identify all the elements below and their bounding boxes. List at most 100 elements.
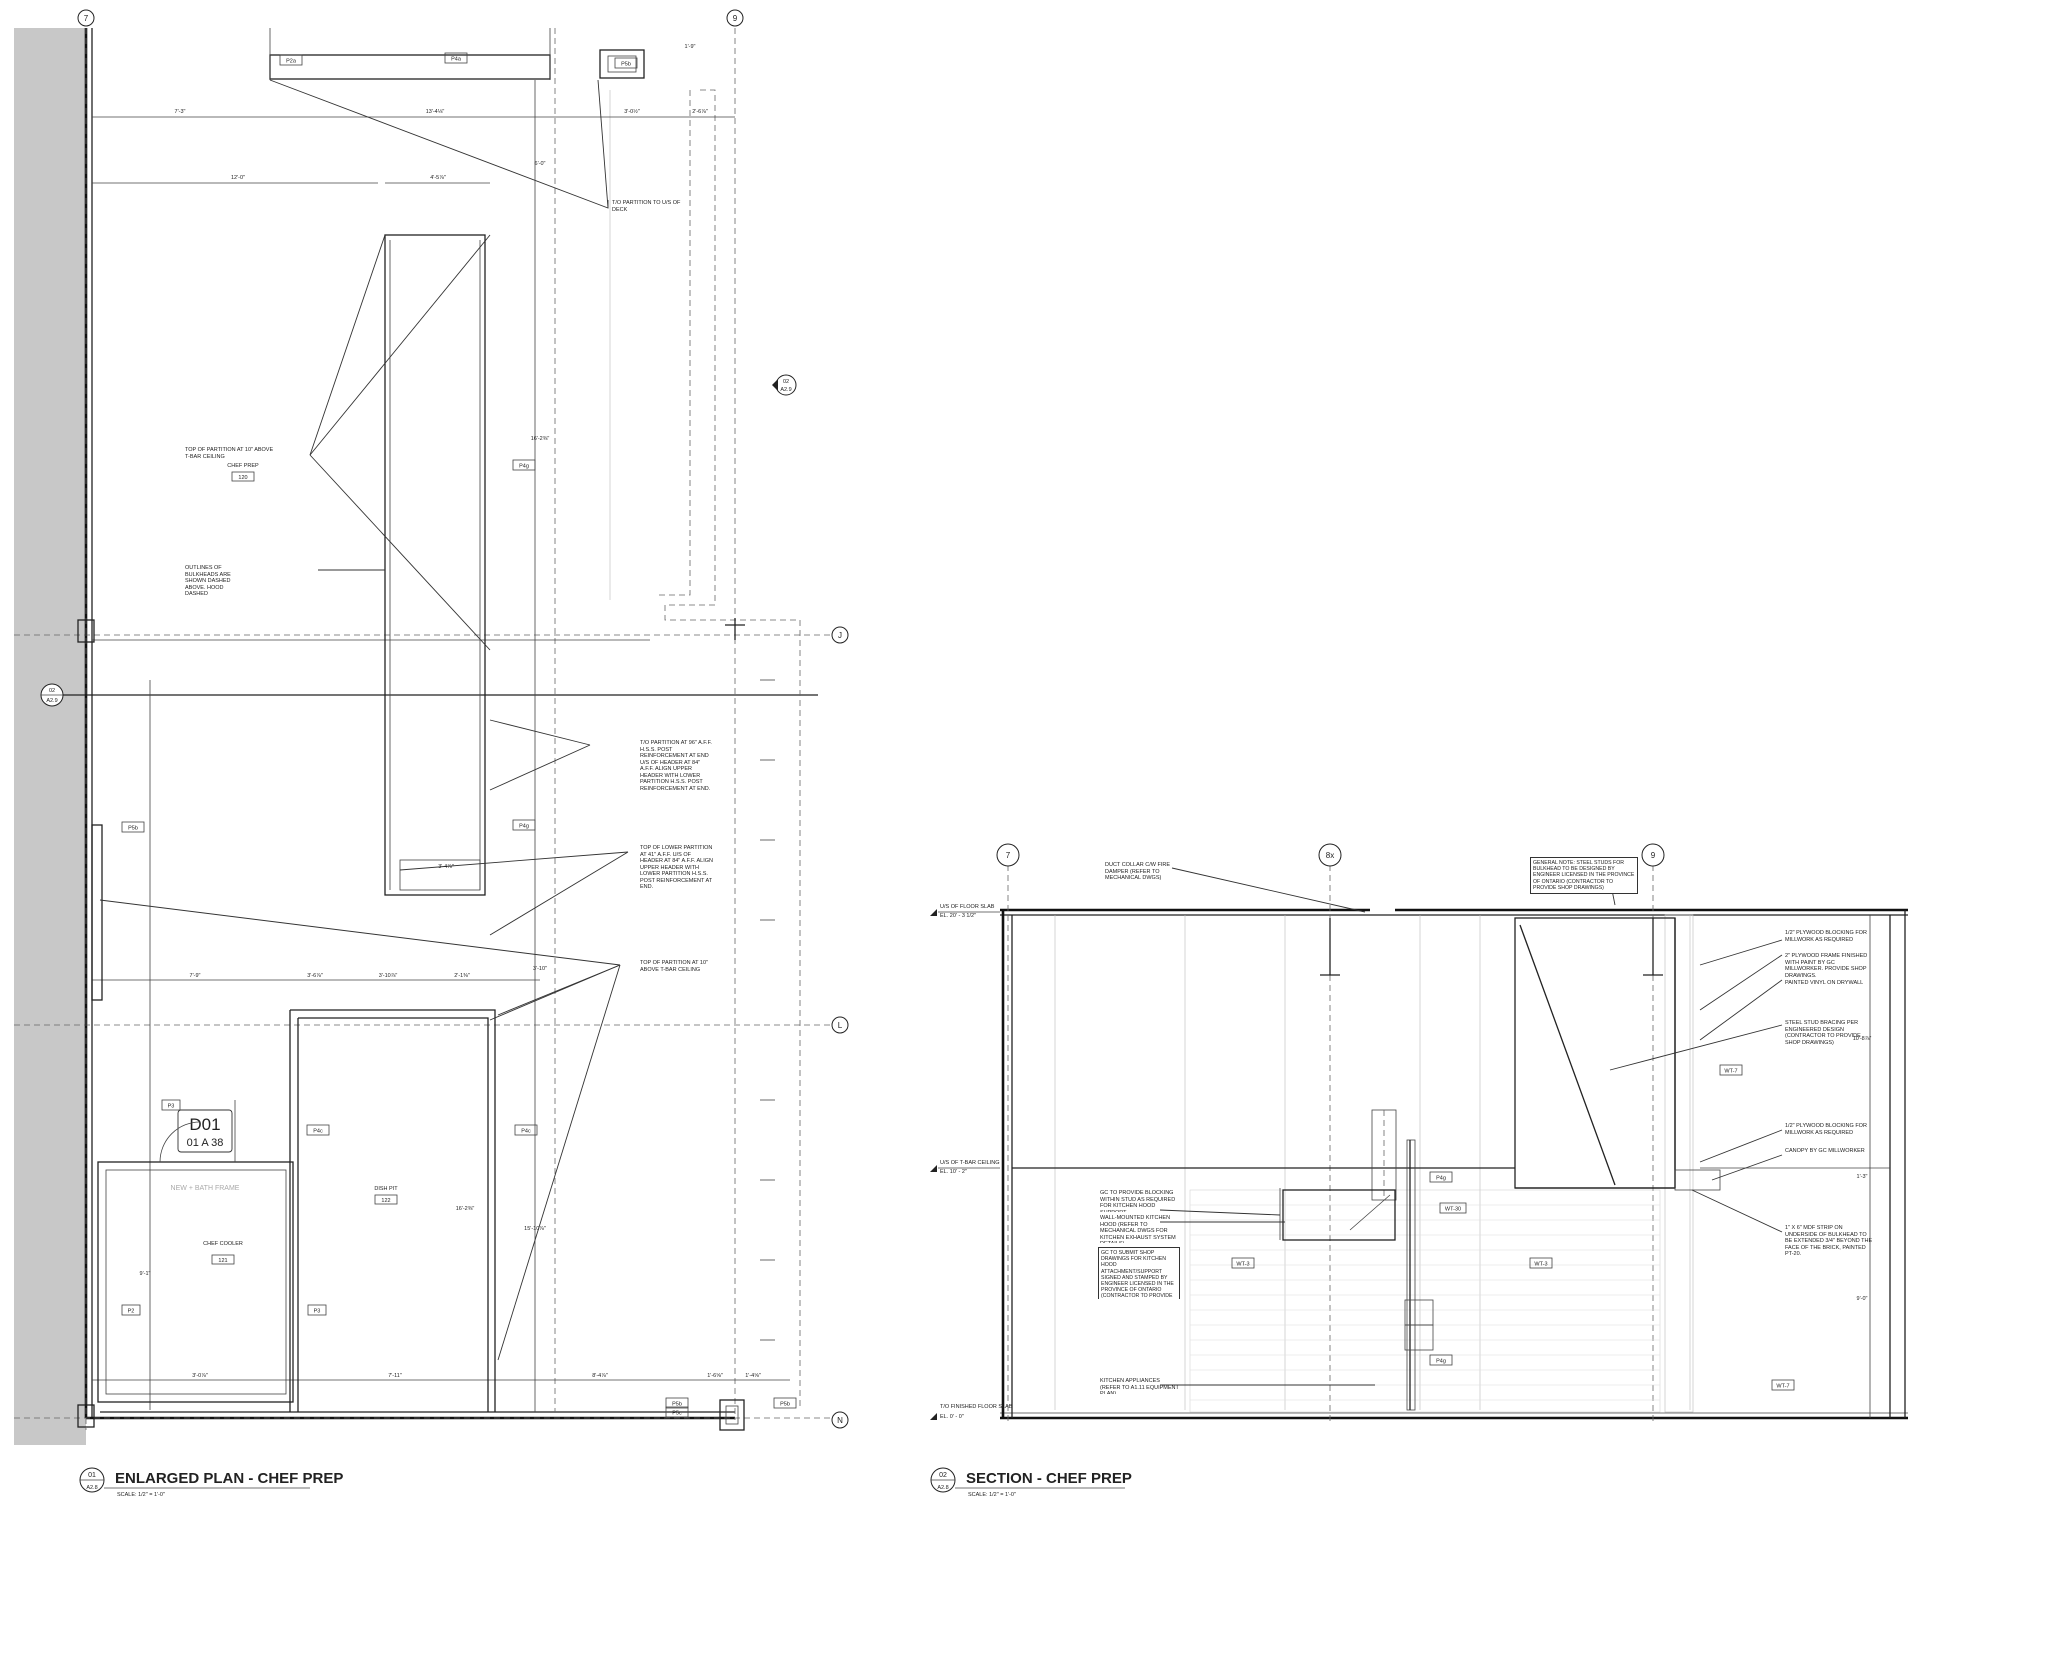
dimension: 1'-9" [685,44,696,50]
svg-text:WT-7: WT-7 [1776,1384,1789,1390]
room-tag-chef-prep: CHEF PREP 120 [227,463,259,482]
grid-label: 9 [1651,851,1656,860]
svg-text:P4a: P4a [451,57,462,63]
svg-text:P5b: P5b [128,826,138,832]
section-marker-sheet: A2.9 [46,698,57,704]
level-marker-finished-floor: T/O FINISHED FLOOR SLAB EL. 0' - 0" [930,1404,1013,1420]
section-grid-bubble-9: 9 [1641,843,1665,867]
dimension: 8'-4⅞" [592,1373,608,1379]
grid-label: 9 [733,14,738,23]
room-number: 121 [218,1258,227,1264]
dimension: 9'-0" [1857,1296,1868,1302]
svg-text:WT-30: WT-30 [1445,1207,1461,1213]
material-tag: WT-7 [1771,1379,1795,1391]
svg-text:P5b: P5b [672,1402,682,1408]
material-tag: P3 [307,1304,327,1316]
dimension: 1'-6⅝" [707,1373,723,1379]
note-partition-96: T/O PARTITION AT 96" A.F.F. H.S.S. POST … [640,740,712,792]
dimension: 3'-4⅞" [438,864,454,870]
note-shop-drawings: GC TO SUBMIT SHOP DRAWINGS FOR KITCHEN H… [1098,1247,1180,1299]
svg-text:P5b: P5b [621,62,631,68]
dimension: 13'-4⅛" [426,109,445,115]
section-dimensions: 10'-8⅞" 1'-3" 9'-0" [1853,915,1871,1418]
dimension: 2'-1⅜" [454,973,470,979]
svg-text:P4g: P4g [1436,1176,1446,1182]
section-grid-bubble-8x: 8x [1318,843,1342,867]
door-tag-detail: 01 A 38 [187,1137,224,1149]
svg-text:P2: P2 [128,1309,135,1315]
material-tag: P4g [512,459,536,471]
dimension: 1'-4⅝" [745,1373,761,1379]
level-elevation: EL. 20' - 3 1/2" [940,913,976,919]
elevation-marker-sheet: A2.9 [780,387,791,393]
level-name: T/O FINISHED FLOOR SLAB [940,1404,1013,1410]
dimension: 3'-6⅞" [307,973,323,979]
svg-text:P5c: P5c [672,1411,682,1417]
note-wall-hood: WALL-MOUNTED KITCHEN HOOD (REFER TO MECH… [1100,1215,1176,1243]
material-tag: P5b [773,1397,797,1409]
dimension: 3'-0½" [624,108,640,115]
svg-text:P5b: P5b [780,1402,790,1408]
existing-wall-hatch [14,28,86,1445]
dimension: 7'-11" [388,1373,402,1379]
plan-title-sheet: A2.8 [86,1485,97,1491]
brick-wall [1189,1189,1661,1413]
material-tag: P4g [1429,1171,1453,1183]
note-duct-collar: DUCT COLLAR C/W FIRE DAMPER (REFER TO ME… [1105,862,1170,881]
section-grid-bubble-7: 7 [996,843,1020,867]
grid-bubble-9: 9 [726,9,744,27]
material-tag: P5c [665,1406,689,1418]
note-painted-vinyl: PAINTED VINYL ON DRYWALL [1785,980,1864,986]
section-marker[interactable]: 02 A2.9 [40,683,64,707]
level-elevation: EL. 10' - 2" [940,1169,967,1175]
note-canopy: CANOPY BY GC MILLWORKER [1785,1148,1865,1154]
svg-text:P4c: P4c [521,1129,531,1135]
material-tag: P4g [1429,1354,1453,1366]
material-tag: P2a [279,54,303,66]
grid-label: N [837,1416,843,1425]
material-tag: P4g [512,819,536,831]
plan-notes: T/O PARTITION TO U/S OF DECK TOP OF PART… [185,200,713,973]
svg-text:WT-3: WT-3 [1236,1262,1249,1268]
section-title-block: 02 A2.8 SECTION - CHEF PREP SCALE: 1/2" … [930,1467,1132,1498]
note-general: GENERAL NOTE: STEEL STUDS FOR BULKHEAD T… [1530,857,1638,895]
svg-text:P3: P3 [314,1309,321,1315]
section-title-sheet: A2.8 [937,1485,948,1491]
dimension-labels: 7'-3" 13'-4⅛" 3'-0½" 2'-6⅞" 12'-0" 4'-5⅞… [140,44,761,1379]
section-marker-number: 02 [49,688,55,694]
note-stud-bracing: STEEL STUD BRACING PER ENGINEERED DESIGN… [1785,1020,1861,1046]
section-title-number: 02 [939,1472,947,1479]
note-partition-tbar: TOP OF PARTITION AT 10" ABOVE T-BAR CEIL… [185,447,274,460]
dimension: 7'-3" [175,109,186,115]
door-tag-d01[interactable]: D01 01 A 38 [177,1109,233,1153]
svg-text:P3: P3 [168,1104,175,1110]
dimension: 9'-1" [140,1271,151,1277]
dimension: 3'-10⅞" [379,973,398,979]
dimension: 16'-2⅜" [531,436,550,442]
room-number: 120 [238,475,247,481]
note-partition-tbar-2: TOP OF PARTITION AT 10" ABOVE T-BAR CEIL… [640,960,708,973]
note-bulkheads: OUTLINES OF BULKHEADS ARE SHOWN DASHED A… [185,565,231,597]
elevation-marker[interactable]: 02 A2.9 [772,374,797,396]
dimension: 6'-0" [535,161,546,167]
room-tag-chef-cooler: CHEF COOLER 121 [203,1241,243,1265]
level-name: U/S OF T-BAR CEILING [940,1160,1000,1166]
dimension: 16'-2⅜" [456,1206,475,1212]
room-tag-dish-pit: DISH PIT 122 [374,1186,398,1205]
material-tag: P2 [121,1304,141,1316]
grid-label: 8x [1326,851,1334,860]
enlarged-plan: 7 9 J L N 02 A2.9 02 A2.9 [14,9,849,1498]
material-tag: P5b [614,57,638,69]
material-tag: P5b [121,821,145,833]
svg-text:P4c: P4c [313,1129,323,1135]
material-tag: WT-3 [1231,1257,1255,1269]
room-number: 122 [381,1198,390,1204]
level-name: U/S OF FLOOR SLAB [940,904,995,910]
grid-bubble-j: J [831,626,849,644]
note-lower-partition: TOP OF LOWER PARTITION AT 41" A.F.F. U/S… [640,845,713,890]
dimension: 7'-9" [190,973,201,979]
level-marker-floor-slab: U/S OF FLOOR SLAB EL. 20' - 3 1/2" [930,904,1000,919]
note-plywood-blocking-2: 1/2" PLYWOOD BLOCKING FOR MILLWORK AS RE… [1785,1123,1867,1136]
svg-text:P4g: P4g [1436,1359,1446,1365]
